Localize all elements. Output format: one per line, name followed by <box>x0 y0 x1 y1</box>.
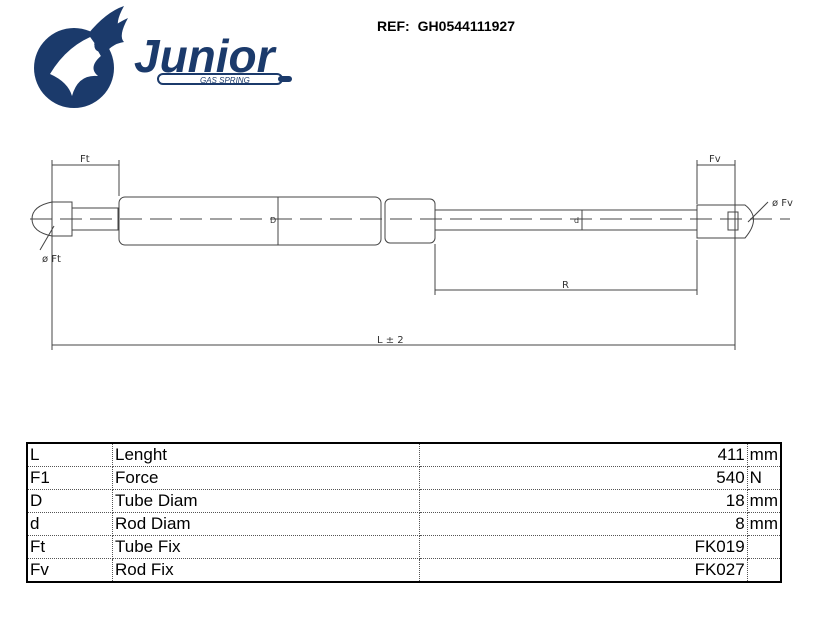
ft-top-label: Ft <box>80 154 90 165</box>
cylinder-tube <box>118 196 382 246</box>
spec-unit <box>746 535 782 559</box>
spec-name: Rod Fix <box>112 558 420 583</box>
spec-code: Ft <box>26 535 113 559</box>
spec-name: Rod Diam <box>112 512 420 536</box>
reference-label: REF: <box>377 18 410 34</box>
gas-spring-tag: GAS SPRING <box>157 73 292 85</box>
table-row: D Tube Diam 18 mm <box>26 489 782 513</box>
table-row: F1 Force 540 N <box>26 466 782 490</box>
spec-name: Tube Diam <box>112 489 420 513</box>
spec-code: F1 <box>26 466 113 490</box>
tube-diameter-label: D <box>270 216 276 225</box>
spec-code: L <box>26 442 113 467</box>
spec-table: L Lenght 411 mm F1 Force 540 N D Tube Di… <box>26 442 782 583</box>
fv-diameter-label: ø Fv <box>772 198 793 209</box>
brand-tagline: GAS SPRING <box>200 76 250 85</box>
spec-code: Fv <box>26 558 113 583</box>
junior-logo: Junior GAS SPRING <box>34 6 292 108</box>
spec-unit: mm <box>746 489 782 513</box>
table-row: Fv Rod Fix FK027 <box>26 558 782 583</box>
cylinder-seal <box>384 198 436 244</box>
fv-top-label: Fv <box>709 154 721 165</box>
table-row: Ft Tube Fix FK019 <box>26 535 782 559</box>
spec-value: FK019 <box>419 535 748 559</box>
table-row: L Lenght 411 mm <box>26 442 782 467</box>
spec-name: Tube Fix <box>112 535 420 559</box>
spec-unit: mm <box>746 512 782 536</box>
tube-end-collar <box>71 207 119 231</box>
piston-rod <box>434 209 698 231</box>
reference-line: REF: GH0544111927 <box>377 18 515 34</box>
spec-unit: N <box>746 466 782 490</box>
stroke-label: R <box>562 280 569 291</box>
spec-value: 8 <box>419 512 748 536</box>
spec-code: d <box>26 512 113 536</box>
gas-spring-drawing: Ft Fv ø Ft ø Fv D d R L ± 2 <box>30 154 793 350</box>
spec-value: 540 <box>419 466 748 490</box>
rod-end-pin <box>727 211 739 231</box>
ft-diameter-label: ø Ft <box>42 254 61 265</box>
spec-name: Force <box>112 466 420 490</box>
length-label: L ± 2 <box>377 335 404 346</box>
spec-value: 18 <box>419 489 748 513</box>
spec-name: Lenght <box>112 442 420 467</box>
reference-code: GH0544111927 <box>417 18 515 34</box>
spec-value: 411 <box>419 442 748 467</box>
spec-code: D <box>26 489 113 513</box>
spec-value: FK027 <box>419 558 748 583</box>
table-row: d Rod Diam 8 mm <box>26 512 782 536</box>
spec-unit <box>746 558 782 583</box>
spec-unit: mm <box>746 442 782 467</box>
rod-diameter-label: d <box>574 216 579 225</box>
rod-end-fitting <box>696 204 754 239</box>
eagle-emblem-icon <box>34 6 128 108</box>
